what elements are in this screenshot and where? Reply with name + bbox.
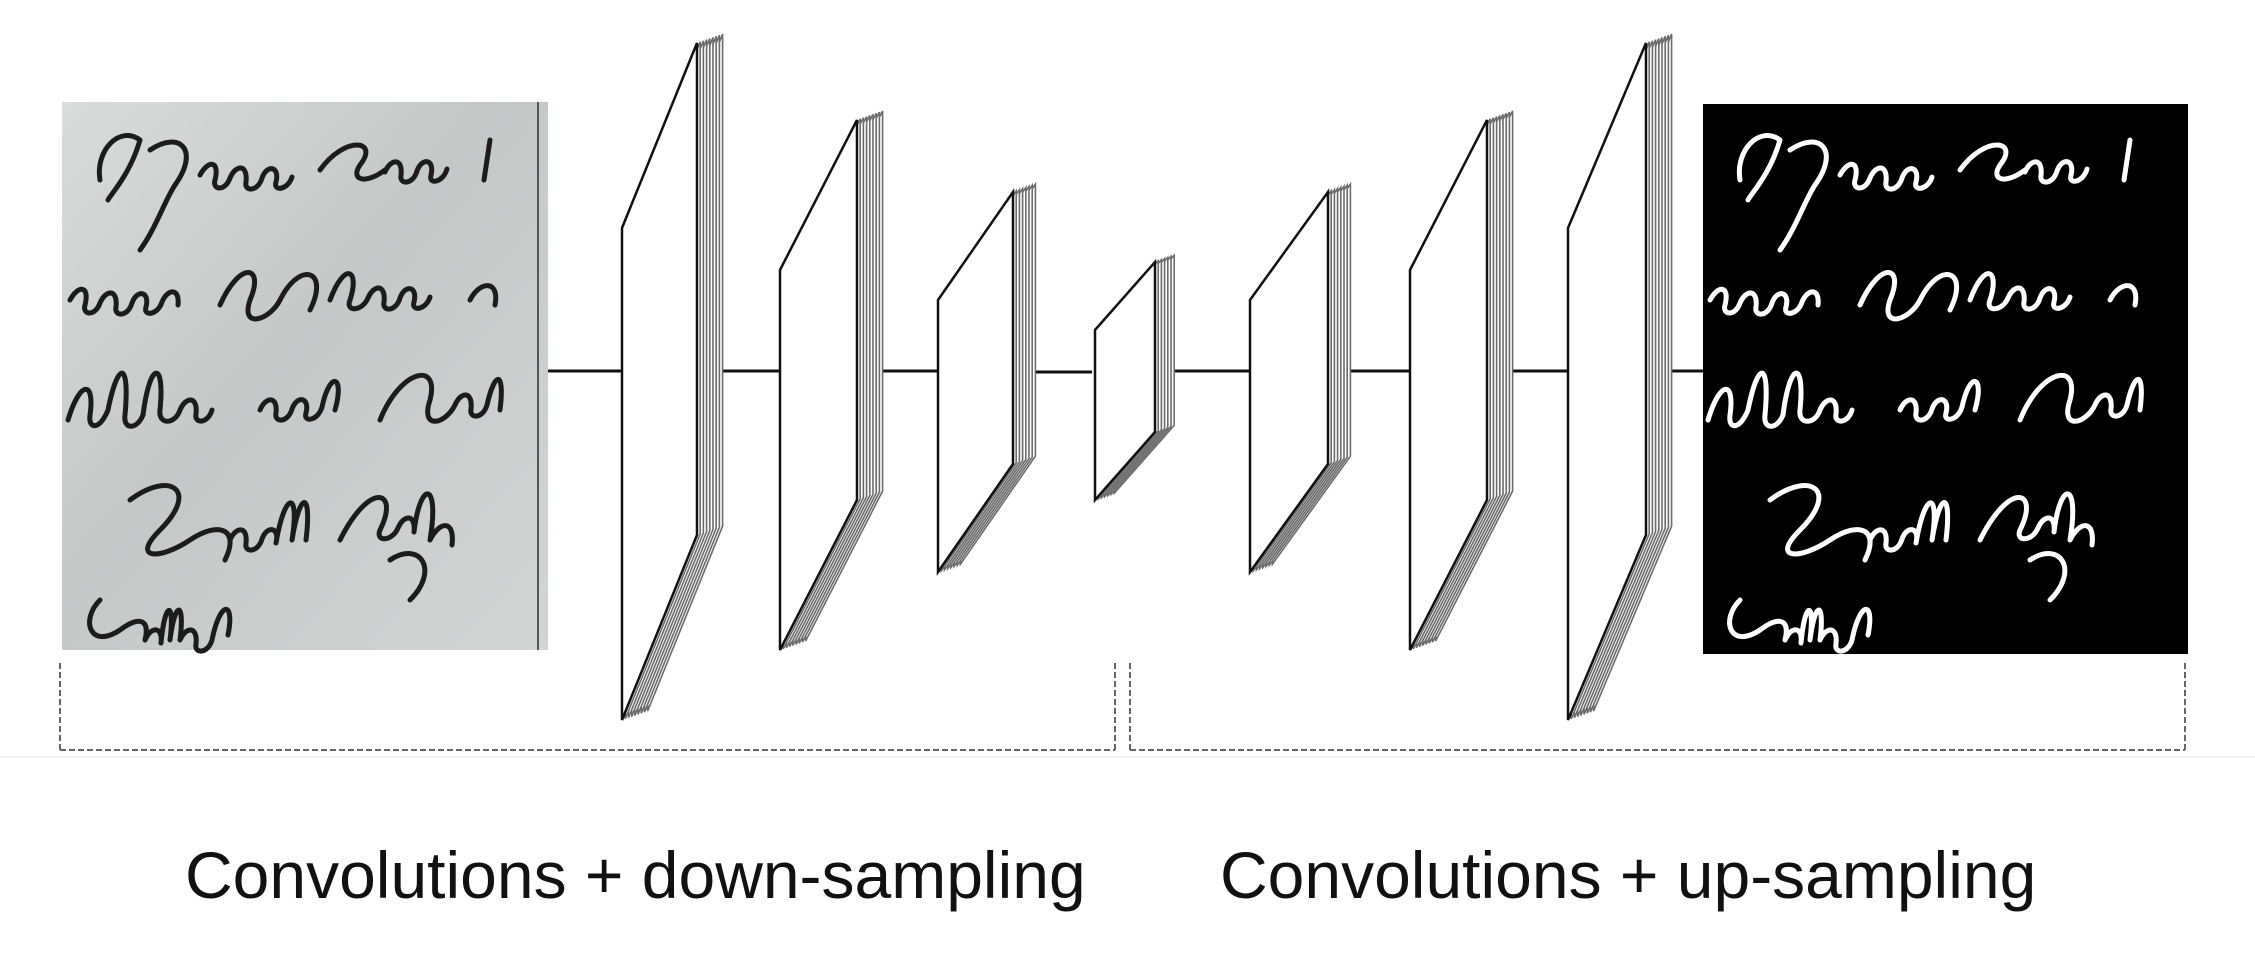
feature-map-layer (778, 119, 859, 651)
decoder-block-1 (1248, 181, 1352, 576)
feature-map-layer (620, 42, 699, 721)
input-handwriting (65, 133, 504, 654)
decoder-block-3 (1566, 33, 1673, 721)
feature-map-layer (936, 188, 1015, 576)
bracket-down-sampling (59, 663, 1116, 751)
caption-up-sampling: Convolutions + up-sampling (1220, 838, 2037, 912)
feature-map-layer (1248, 188, 1330, 576)
encoder-block-3 (936, 181, 1037, 576)
decoder-block-2 (1408, 110, 1514, 651)
feature-map-layer (1566, 42, 1648, 721)
feature-map-layer (1408, 119, 1489, 651)
caption-down-sampling: Convolutions + down-sampling (185, 838, 1086, 912)
encoder-block-2 (778, 110, 884, 651)
feature-map-layer (1093, 258, 1157, 504)
encoder-block-1 (620, 33, 724, 721)
input-document-image (62, 102, 548, 654)
bracket-up-sampling (1129, 663, 2186, 751)
output-handwriting (1705, 133, 2144, 654)
output-binarized-image (1703, 104, 2188, 654)
feature-map-blocks (620, 33, 1673, 721)
bottleneck-block (1093, 253, 1175, 504)
